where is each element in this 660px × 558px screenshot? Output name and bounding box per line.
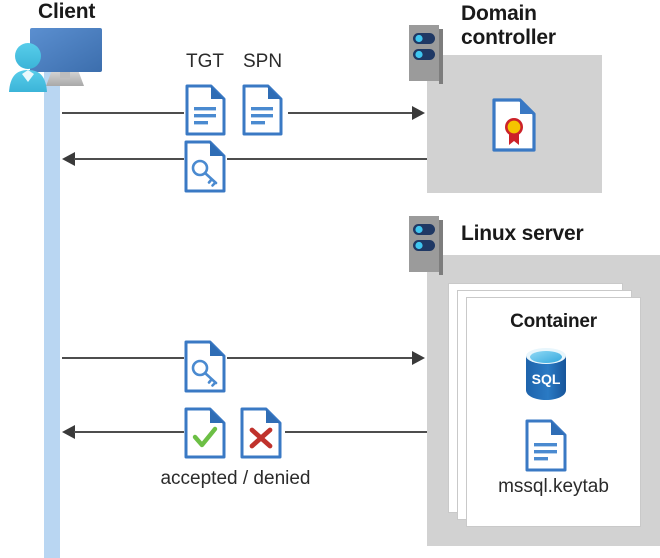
flow-1-line-left [62,112,184,114]
client-lifeline [44,72,60,558]
flow-1-line-right [288,112,412,114]
flow-1-label-tgt: TGT [186,51,224,72]
client-title: Client [38,0,178,24]
flow-3-line-right [227,357,412,359]
flow-4-x-document-icon [240,407,283,459]
flow-2-line-right [227,158,427,160]
flow-4-arrowhead [62,425,75,439]
container-card-front[interactable] [466,297,641,527]
flow-1-tgt-document-icon [185,84,226,136]
flow-1-label-spn: SPN [243,51,283,72]
client-title-text: Client [38,0,96,23]
container-title-text: Container [510,311,597,332]
keytab-document-icon [525,419,567,472]
flow-4-check-document-icon [184,407,227,459]
flow-4-line-right [285,431,427,433]
flow-4-caption-text: accepted / denied [160,468,311,489]
flow-4-line-left [74,431,184,433]
flow-1-arrowhead [412,106,425,120]
sql-database-icon: SQL [523,346,569,402]
linux-server-title: Linux server [461,222,660,246]
flow-3-arrowhead [412,351,425,365]
domain-controller-server-icon [408,24,444,84]
keytab-label: mssql.keytab [466,476,641,498]
container-title: Container [466,311,641,332]
flow-4-caption: accepted / denied [118,468,353,490]
flow-3-line-left [62,357,184,359]
certificate-document-icon [492,98,536,152]
flow-2-key-document-icon [184,140,227,193]
domain-controller-title-line1: Domain [461,2,537,25]
flow-2-line-left [74,158,184,160]
client-workstation-icon [8,24,120,94]
domain-controller-title: Domain controller [461,2,641,49]
linux-server-title-text: Linux server [461,222,584,245]
linux-server-server-icon [408,215,444,275]
domain-controller-title-line2: controller [461,25,556,49]
keytab-label-text: mssql.keytab [498,476,609,497]
svg-text:SQL: SQL [532,371,561,387]
flow-3-key-document-icon [184,340,227,393]
flow-1-spn-document-icon [242,84,283,136]
flow-2-arrowhead [62,152,75,166]
